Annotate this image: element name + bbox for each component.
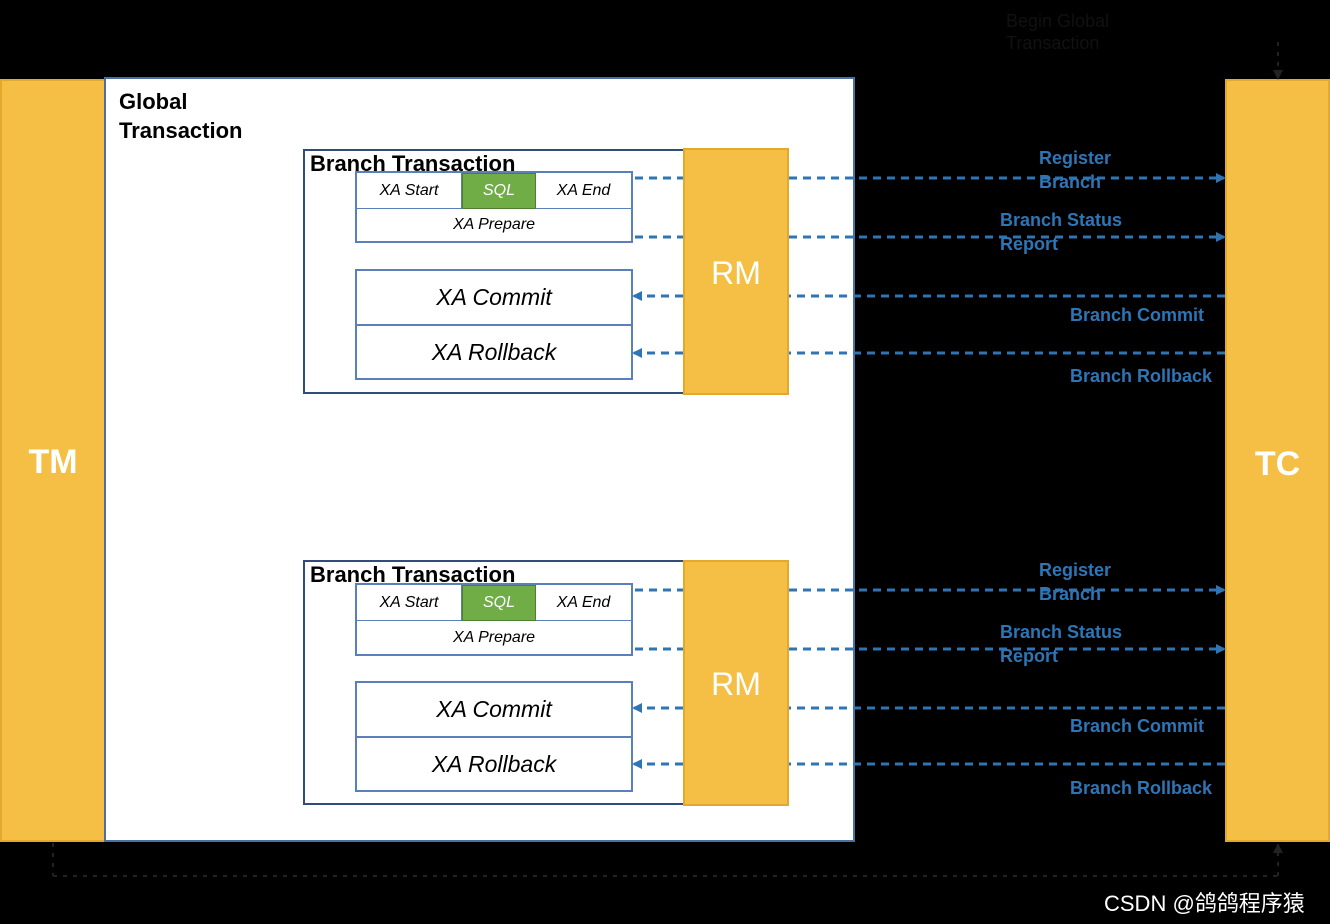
branch-status-report-label-2: Branch Status Report <box>1000 622 1123 666</box>
csdn-watermark: CSDN @鸽鸽程序猿 <box>1104 891 1305 916</box>
branch-transaction-title-1: Branch Transaction <box>310 151 516 176</box>
begin-global-transaction-note: Begin Global Transaction <box>1006 11 1110 53</box>
branch-transaction-title-2: Branch Transaction <box>310 562 516 587</box>
phase1-box-1: XA Start SQL XA End XA Prepare <box>355 171 633 243</box>
branch-rollback-label-2: Branch Rollback <box>1070 778 1213 798</box>
xa-prepare-cell-1: XA Prepare <box>452 216 536 233</box>
xa-start-cell-1: XA Start <box>357 173 462 209</box>
tm-component: TM <box>0 79 106 842</box>
phase1-box-2: XA Start SQL XA End XA Prepare <box>355 583 633 656</box>
sql-cell-2: SQL <box>462 585 536 621</box>
branch-status-report-label-1: Branch Status Report <box>1000 210 1123 254</box>
phase2-box-1: XA Commit XA Rollback <box>355 269 633 380</box>
branch-commit-label-1: Branch Commit <box>1070 305 1205 325</box>
xa-end-cell-1: XA End <box>536 173 631 209</box>
branch-commit-label-2: Branch Commit <box>1070 716 1205 736</box>
tc-component: TC <box>1225 79 1330 842</box>
xa-rollback-cell-1: XA Rollback <box>431 338 557 365</box>
tm-label: TM <box>28 443 78 481</box>
tc-label: TC <box>1254 445 1301 483</box>
xa-rollback-cell-2: XA Rollback <box>431 750 557 777</box>
register-branch-label-1: Register Branch <box>1039 148 1112 192</box>
rm-component-1: RM <box>683 148 789 395</box>
rm-label-1: RM <box>711 255 761 291</box>
global-transaction-title: Global Transaction <box>119 89 243 143</box>
phase2-box-2: XA Commit XA Rollback <box>355 681 633 792</box>
rm-label-2: RM <box>711 666 761 702</box>
xa-start-cell-2: XA Start <box>357 585 462 621</box>
xa-commit-cell-1: XA Commit <box>357 271 631 326</box>
sql-cell-1: SQL <box>462 173 536 209</box>
xa-prepare-cell-2: XA Prepare <box>452 628 536 646</box>
xa-end-cell-2: XA End <box>536 585 631 621</box>
xa-commit-cell-2: XA Commit <box>357 683 631 738</box>
branch-rollback-label-1: Branch Rollback <box>1070 366 1213 386</box>
register-branch-label-2: Register Branch <box>1039 560 1112 604</box>
rm-component-2: RM <box>683 560 789 806</box>
